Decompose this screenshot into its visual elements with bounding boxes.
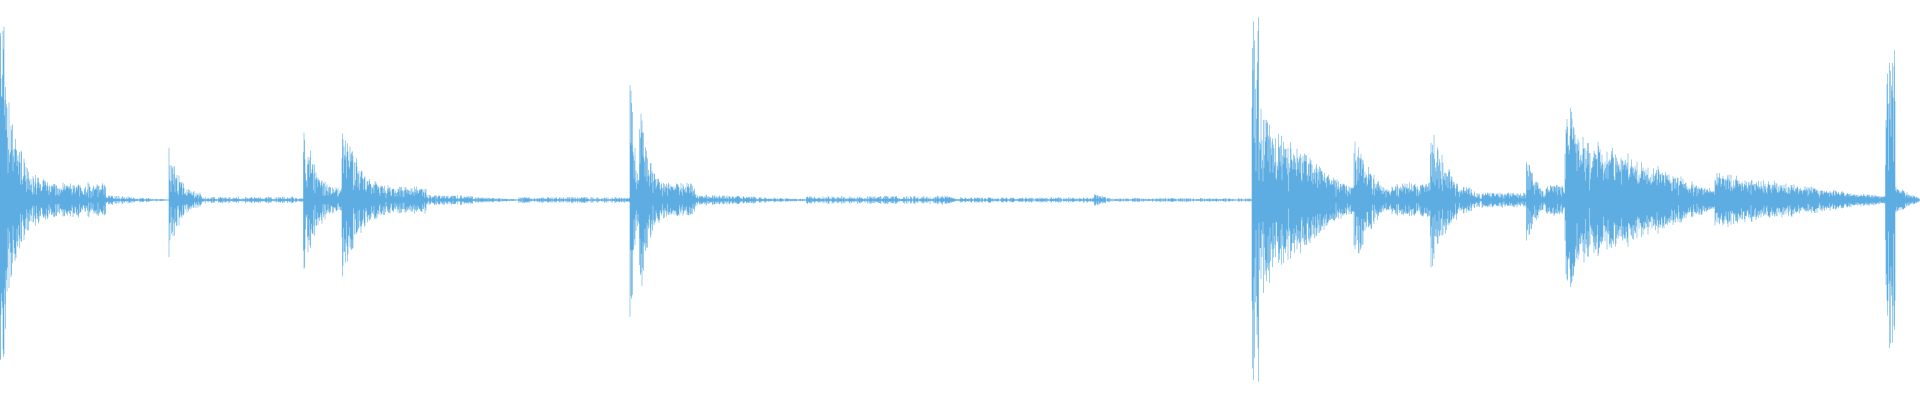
waveform-samples (0, 17, 1920, 382)
waveform-path (0, 17, 1920, 382)
